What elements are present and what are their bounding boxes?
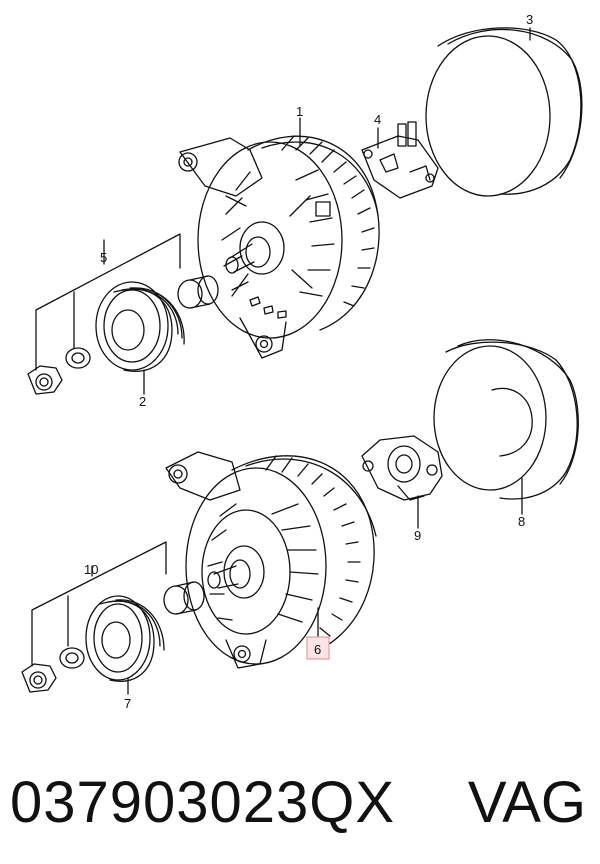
nut-top xyxy=(27,365,63,395)
callout-1: 1 xyxy=(296,104,303,119)
callout-8: 8 xyxy=(518,514,525,529)
callout-5: 5 xyxy=(100,250,107,265)
washer-top xyxy=(65,347,91,369)
part-number: 037903023QX xyxy=(10,770,396,835)
callout-9: 9 xyxy=(414,528,421,543)
callout-2: 2 xyxy=(139,394,146,409)
footer: 037903023QX VAG xyxy=(0,748,600,858)
pulley-bottom xyxy=(85,595,165,682)
exploded-parts-diagram: 1 2 3 4 5 6 7 8 9 10 xyxy=(21,12,583,711)
callout-7: 7 xyxy=(124,696,131,711)
spacer-top xyxy=(177,275,219,309)
nut-bottom xyxy=(21,663,57,693)
alternator-top xyxy=(178,135,380,359)
callout-4: 4 xyxy=(374,112,381,127)
callout-3: 3 xyxy=(526,12,533,27)
regulator-top xyxy=(361,121,439,199)
alternator-bottom xyxy=(165,451,377,669)
regulator-bottom xyxy=(361,435,443,501)
callout-10: 10 xyxy=(84,562,98,577)
cover-bottom xyxy=(433,339,579,500)
washer-bottom xyxy=(59,647,85,669)
pulley-top xyxy=(95,281,185,372)
cover-top xyxy=(425,27,583,197)
callout-6: 6 xyxy=(314,642,321,657)
brand-name: VAG xyxy=(467,770,586,835)
highlight-box-6 xyxy=(306,636,330,660)
spacer-bottom xyxy=(163,581,205,615)
